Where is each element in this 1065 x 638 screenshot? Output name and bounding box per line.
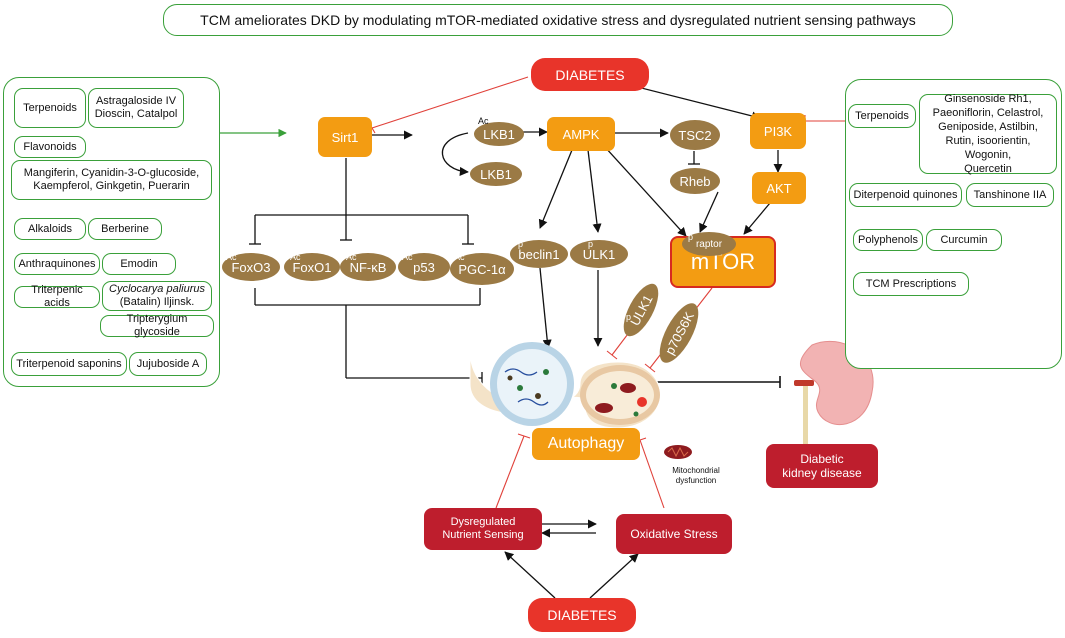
node-oxidative-stress: Oxidative Stress bbox=[616, 514, 732, 554]
inhibit-oxidative-autophagy bbox=[639, 439, 665, 509]
arrow-rheb-mtor bbox=[699, 191, 719, 233]
ac-label-foxo3: Ac bbox=[226, 252, 237, 262]
node-sirt1: Sirt1 bbox=[318, 117, 372, 157]
ac-label-p53: Ac bbox=[402, 252, 413, 262]
node-raptor: raptor bbox=[682, 232, 736, 256]
left-cat-triterpenic-acids: Triterpenic acids bbox=[14, 284, 100, 309]
p-label-beclin1: p bbox=[518, 239, 524, 249]
ac-label-lkb1: Ac bbox=[478, 116, 489, 126]
node-rheb: Rheb bbox=[670, 168, 720, 194]
ac-label-nfkb: Ac bbox=[346, 252, 357, 262]
inhibit-diabetes-sirt1 bbox=[371, 76, 529, 129]
node-foxo3: FoxO3 bbox=[222, 253, 280, 281]
right-cat-tcm-prescriptions: TCM Prescriptions bbox=[853, 272, 969, 296]
right-cat-polyphenols: Polyphenols bbox=[853, 229, 923, 251]
p-label-ulk1-b: p bbox=[626, 312, 632, 322]
right-cmp-diterpenoid-quinones: Tanshinone IIA bbox=[966, 183, 1054, 207]
node-pgc1a: PGC-1α bbox=[450, 253, 514, 285]
left-cat-anthraquinones: Anthraquinones bbox=[14, 253, 100, 275]
node-tsc2: TSC2 bbox=[670, 120, 720, 150]
node-ampk: AMPK bbox=[547, 117, 615, 151]
cyclocarya-species-name: Cyclocarya paliurus bbox=[109, 283, 205, 295]
left-cmp-anthraquinones: Emodin bbox=[102, 253, 176, 275]
arrow-lkb1-deacetyl bbox=[441, 132, 469, 176]
left-cat-terpenoids: Terpenoids bbox=[14, 88, 86, 128]
node-p53: p53 bbox=[398, 253, 450, 281]
node-pi3k: PI3K bbox=[750, 113, 806, 149]
node-diabetic-kidney-disease: Diabetic kidney disease bbox=[766, 444, 878, 488]
node-beclin1: beclin1 bbox=[510, 240, 568, 268]
diabetes-bottom: DIABETES bbox=[528, 598, 636, 632]
left-cmp-tripterygium: Tripterygium glycoside bbox=[100, 313, 214, 338]
right-cmp-terpenoids: Ginsenoside Rh1, Paeoniflorin, Celastrol… bbox=[919, 93, 1057, 175]
node-lkb1-acetylated: LKB1 bbox=[474, 122, 524, 146]
arrow-ampk-ulk1 bbox=[587, 149, 602, 233]
node-nfkb: NF-κB bbox=[340, 253, 396, 281]
ac-label-foxo1: Ac bbox=[290, 252, 301, 262]
node-lkb1: LKB1 bbox=[470, 162, 522, 186]
cyclocarya-authority: (Batalin) Iljinsk. bbox=[119, 296, 195, 308]
left-cmp-terpenoids: Astragaloside IV Dioscin, Catalpol bbox=[88, 88, 184, 128]
p-label-raptor: p bbox=[688, 232, 694, 242]
node-foxo1: FoxO1 bbox=[284, 253, 340, 281]
autophagosome-icon bbox=[469, 342, 661, 429]
right-cat-terpenoids: Terpenoids bbox=[848, 104, 916, 128]
node-nutrient-sensing: Dysregulated Nutrient Sensing bbox=[424, 508, 542, 550]
left-cmp-cyclocarya: Cyclocarya paliurus (Batalin) Iljinsk. bbox=[102, 281, 212, 311]
diabetes-top: DIABETES bbox=[531, 58, 649, 91]
arrow-diabetes-nutrient bbox=[504, 551, 556, 599]
arrow-ampk-mtor bbox=[604, 146, 687, 237]
page-title: TCM ameliorates DKD by modulating mTOR-m… bbox=[163, 4, 953, 36]
left-cat-alkaloids: Alkaloids bbox=[14, 218, 86, 240]
left-cat-triterpenoid-saponins: Triterpenoid saponins bbox=[11, 352, 127, 376]
p-label-ulk1: p bbox=[588, 239, 594, 249]
arrow-akt-mtor bbox=[743, 202, 771, 235]
left-cmp-alkaloids: Berberine bbox=[88, 218, 162, 240]
mitochondrion-icon bbox=[664, 445, 692, 459]
right-cat-diterpenoid-quinones: Diterpenoid quinones bbox=[849, 183, 962, 207]
left-cat-flavonoids: Flavonoids bbox=[14, 136, 86, 158]
arrow-beclin1-autophagy bbox=[539, 267, 552, 349]
mitochondrial-dysfunction-label: Mitochondrial dysfunction bbox=[672, 466, 720, 485]
node-autophagy: Autophagy bbox=[532, 428, 640, 460]
arrow-diabetes-oxidative bbox=[589, 553, 639, 599]
inhibit-nutrient-autophagy bbox=[495, 435, 525, 509]
node-ulk1: ULK1 bbox=[570, 240, 628, 268]
node-akt: AKT bbox=[752, 172, 806, 204]
left-cmp-triterpenoid-saponins: Jujuboside A bbox=[129, 352, 207, 376]
right-cmp-polyphenols: Curcumin bbox=[926, 229, 1002, 251]
arrow-ampk-beclin1 bbox=[538, 149, 573, 229]
left-cmp-flavonoids: Mangiferin, Cyanidin-3-O-glucoside, Kaem… bbox=[11, 160, 212, 200]
ac-label-pgc1a: Ac bbox=[454, 252, 465, 262]
